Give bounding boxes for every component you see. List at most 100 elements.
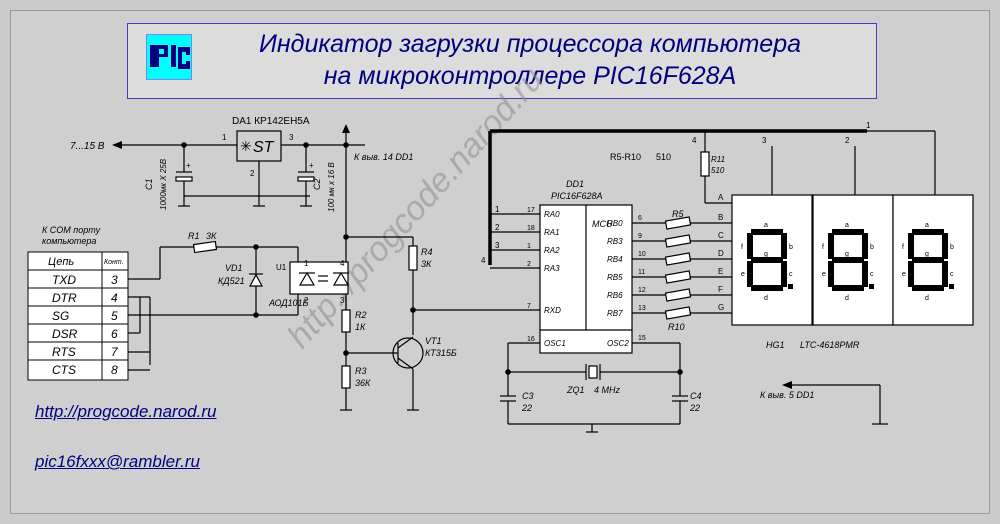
hg1-ref: HG1	[766, 340, 785, 350]
vd1-diode	[248, 273, 264, 287]
c4-value: 22	[689, 403, 700, 413]
segment-label: A	[718, 193, 724, 202]
r10-ref: R10	[668, 322, 685, 332]
segment-letter: f	[741, 244, 743, 251]
r1-ref: R1	[188, 231, 200, 241]
r2-ref: R2	[355, 310, 367, 320]
com-row-pin: 8	[111, 363, 118, 377]
dd1-mcu	[539, 204, 633, 354]
ground-line	[178, 195, 312, 207]
com-row-pin: 7	[111, 345, 119, 359]
segment-label: D	[718, 249, 724, 258]
segment-resistor	[664, 270, 692, 284]
r3-ref: R3	[355, 366, 367, 376]
pic-logo-icon	[150, 45, 190, 69]
dd1-pin-name: RXD	[544, 306, 561, 315]
com-table	[27, 251, 129, 381]
segment-letter: b	[950, 244, 954, 251]
com-row-pin: 3	[111, 273, 118, 287]
dd1-pin-num: 16	[527, 336, 535, 343]
segment-letter: b	[870, 244, 874, 251]
email-link[interactable]: pic16fxxx@rambler.ru	[35, 452, 200, 471]
digit-dot	[949, 284, 954, 289]
c1-plus: +	[186, 161, 191, 170]
da1-label: DA1 КР142ЕН5А	[232, 116, 310, 127]
com-row-name: DTR	[52, 291, 77, 305]
dd1-pin-name: RB4	[607, 255, 623, 264]
c3-ref: C3	[522, 391, 534, 401]
zq1-freq: 4 MHz	[594, 385, 621, 395]
segment-letter: g	[845, 251, 849, 258]
segment-label: C	[718, 231, 724, 240]
dd1-pin-name: RB0	[607, 219, 623, 228]
u1-pin1: 1	[304, 259, 309, 268]
c1-value: 1000мк Х 25В	[159, 158, 168, 210]
segment-resistor	[664, 234, 692, 248]
com-header-contact: Конт.	[104, 259, 124, 266]
r3-resistor	[340, 353, 352, 411]
segment-resistor	[664, 288, 692, 302]
segment-letter: g	[925, 251, 929, 258]
hg1-pin-2: 2	[845, 136, 850, 145]
segment-letter: a	[845, 222, 849, 229]
segment-letter: e	[902, 271, 906, 278]
u1-pin2: 2	[304, 296, 309, 305]
website-link[interactable]: http://progcode.narod.ru	[35, 402, 217, 421]
pic-logo	[146, 34, 192, 80]
vt1-ref: VT1	[425, 336, 442, 346]
bus	[488, 129, 936, 269]
bus-num-2: 2	[495, 223, 500, 232]
crystal-circuit	[500, 342, 688, 433]
u1-optocoupler	[289, 261, 350, 310]
c2-capacitor	[297, 145, 315, 196]
da1-pin2: 2	[250, 169, 255, 178]
c3-value: 22	[521, 403, 532, 413]
dd1-pin-name: RB7	[607, 309, 623, 318]
com-row-pin: 4	[111, 291, 118, 305]
com-row-pin: 6	[111, 327, 118, 341]
power-rail	[112, 124, 365, 149]
c2-ref: C2	[312, 178, 322, 190]
com-header-chain: Цепь	[48, 256, 74, 268]
u1-pin3: 3	[340, 296, 345, 305]
digit-dot	[869, 284, 874, 289]
r5r10-value: 510	[656, 152, 671, 162]
dd1-pin-name: RB5	[607, 273, 623, 282]
segment-resistor	[664, 306, 692, 320]
zq1-ref: ZQ1	[566, 385, 585, 395]
to-pin14-label: К выв. 14 DD1	[354, 152, 413, 162]
r3-value: 36К	[355, 378, 371, 388]
segment-label: F	[718, 285, 723, 294]
dd1-pin-num: 12	[638, 287, 646, 294]
vt1-value: КТ315Б	[425, 348, 457, 358]
segment-label: B	[718, 213, 723, 222]
segment-letter: f	[822, 244, 824, 251]
vcc-line	[343, 145, 414, 310]
segment-letter: c	[789, 271, 793, 278]
dd1-pin-num: 17	[527, 207, 535, 214]
com-row-name: SG	[52, 309, 69, 323]
segment-letter: g	[764, 251, 768, 258]
dd1-ref: DD1	[566, 179, 584, 189]
segment-letter: c	[950, 271, 954, 278]
dd1-pin-num: 15	[638, 335, 646, 342]
r5r10-label: R5-R10	[610, 152, 641, 162]
dd1-pin-name: OSC1	[544, 339, 566, 348]
r11-ref: R11	[711, 155, 725, 164]
r4-ref: R4	[421, 247, 433, 257]
segment-label: E	[718, 267, 723, 276]
dd1-pin-num: 1	[527, 243, 531, 250]
title-line-2: на микроконтроллере PIC16F628A	[323, 62, 737, 90]
dd1-pin-num: 6	[638, 215, 642, 222]
segment-letter: d	[845, 295, 849, 302]
u1-pin4: 4	[340, 259, 345, 268]
c4-ref: C4	[690, 391, 702, 401]
c2-value: 100 мк х 16 В	[327, 162, 336, 212]
dd1-pin-num: 9	[638, 233, 642, 240]
bus-num-3: 3	[495, 241, 500, 250]
